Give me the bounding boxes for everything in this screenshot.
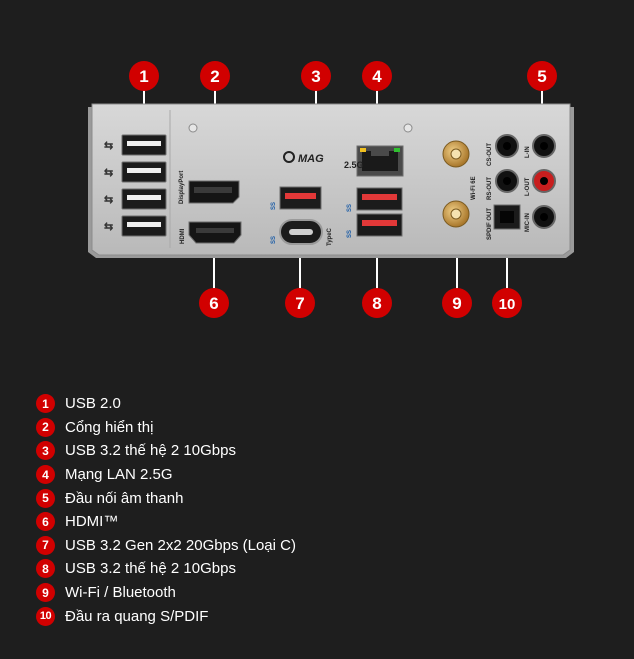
svg-text:⇆: ⇆	[104, 167, 113, 179]
svg-text:2: 2	[210, 67, 219, 86]
legend-item: 1 USB 2.0	[36, 392, 296, 416]
usb-icon: ⇆ ⇆ ⇆ ⇆	[104, 140, 113, 233]
usb32-gen2-port-8	[356, 187, 403, 237]
legend-badge: 8	[36, 559, 55, 579]
callout-badge-7: 7	[285, 288, 315, 318]
l-out-label: L-OUT	[525, 177, 531, 196]
svg-text:10: 10	[499, 296, 516, 313]
screw-hole	[188, 123, 198, 133]
legend-badge: 6	[36, 512, 55, 532]
callout-badge-8: 8	[362, 288, 392, 318]
svg-text:5: 5	[537, 67, 546, 86]
legend-label: USB 2.0	[65, 395, 121, 413]
callout-badge-9: 9	[442, 288, 472, 318]
spdif-label: SPDIF OUT	[487, 208, 493, 240]
callout-badge-3: 3	[301, 61, 331, 91]
mic-in-label: MIC-IN	[525, 213, 531, 232]
wifi-label: Wi-Fi 6E	[471, 176, 477, 200]
hdmi-label: HDMI	[180, 228, 186, 244]
legend-label: Đầu nối âm thanh	[65, 489, 184, 507]
legend-badge: 10	[36, 606, 55, 626]
lan-label: 2.5G	[344, 160, 364, 170]
typec-label: TypeC	[327, 227, 333, 246]
legend-label: Đầu ra quang S/PDIF	[65, 607, 209, 625]
legend-badge: 2	[36, 417, 55, 437]
ss-label: SS	[347, 204, 353, 212]
svg-text:⇆: ⇆	[104, 140, 113, 152]
usb32-gen2-port-3	[279, 186, 322, 210]
callout-badge-6: 6	[199, 288, 229, 318]
callout-badge-5: 5	[527, 61, 557, 91]
legend-item: 6 HDMI™	[36, 510, 296, 534]
svg-text:⇆: ⇆	[104, 194, 113, 206]
legend-item: 5 Đầu nối âm thanh	[36, 486, 296, 510]
callout-badge-4: 4	[362, 61, 392, 91]
legend-item: 4 Mạng LAN 2.5G	[36, 463, 296, 487]
legend-badge: 3	[36, 441, 55, 461]
displayport-label: DisplayPort	[179, 171, 185, 204]
legend-label: HDMI™	[65, 513, 119, 531]
io-panel-diagram: ⇆ ⇆ ⇆ ⇆ DisplayPort HDMI MAG	[88, 61, 574, 318]
legend-badge: 9	[36, 583, 55, 603]
legend-label: Cổng hiển thị	[65, 418, 154, 436]
usb-typec-port	[279, 219, 323, 245]
lan-port	[356, 145, 404, 177]
spdif-port	[493, 204, 521, 230]
legend-item: 2 Cổng hiển thị	[36, 416, 296, 440]
svg-text:7: 7	[295, 294, 304, 313]
svg-text:1: 1	[139, 67, 148, 86]
callout-badge-10: 10	[492, 288, 522, 318]
legend-badge: 1	[36, 394, 55, 414]
wifi-antenna-connectors	[442, 140, 470, 228]
legend-label: Wi-Fi / Bluetooth	[65, 584, 176, 602]
legend-item: 3 USB 3.2 thế hệ 2 10Gbps	[36, 439, 296, 463]
ss-label: SS	[347, 230, 353, 238]
legend-badge: 5	[36, 488, 55, 508]
rs-out-label: RS-OUT	[487, 177, 493, 200]
screw-hole	[403, 123, 413, 133]
svg-text:⇆: ⇆	[104, 221, 113, 233]
svg-text:6: 6	[209, 294, 218, 313]
brand-label: MAG	[298, 153, 324, 165]
callout-badge-2: 2	[200, 61, 230, 91]
svg-text:9: 9	[452, 294, 461, 313]
legend-item: 8 USB 3.2 thế hệ 2 10Gbps	[36, 557, 296, 581]
legend-item: 10 Đầu ra quang S/PDIF	[36, 604, 296, 628]
hdmi-port	[188, 221, 242, 244]
legend-badge: 7	[36, 535, 55, 555]
cs-out-label: CS-OUT	[487, 143, 493, 166]
mag-logo: MAG	[283, 151, 324, 165]
svg-text:3: 3	[311, 67, 320, 86]
callout-badges: 1 2 3 4 5 6 7 8 9 10	[129, 61, 557, 318]
svg-text:4: 4	[372, 67, 382, 86]
legend-label: USB 3.2 thế hệ 2 10Gbps	[65, 560, 236, 578]
legend-label: USB 3.2 thế hệ 2 10Gbps	[65, 442, 236, 460]
svg-text:8: 8	[372, 294, 381, 313]
ss-label: SS	[271, 236, 277, 244]
callout-badge-1: 1	[129, 61, 159, 91]
legend-label: Mạng LAN 2.5G	[65, 466, 173, 484]
legend-badge: 4	[36, 465, 55, 485]
legend-label: USB 3.2 Gen 2x2 20Gbps (Loại C)	[65, 536, 296, 554]
usb2-port-stack: ⇆ ⇆ ⇆ ⇆	[104, 134, 167, 237]
legend-item: 7 USB 3.2 Gen 2x2 20Gbps (Loại C)	[36, 534, 296, 558]
audio-jacks	[495, 134, 556, 229]
legend-item: 9 Wi-Fi / Bluetooth	[36, 581, 296, 605]
ss-label: SS	[271, 202, 277, 210]
displayport-port	[188, 180, 240, 204]
l-in-label: L-IN	[525, 146, 531, 158]
